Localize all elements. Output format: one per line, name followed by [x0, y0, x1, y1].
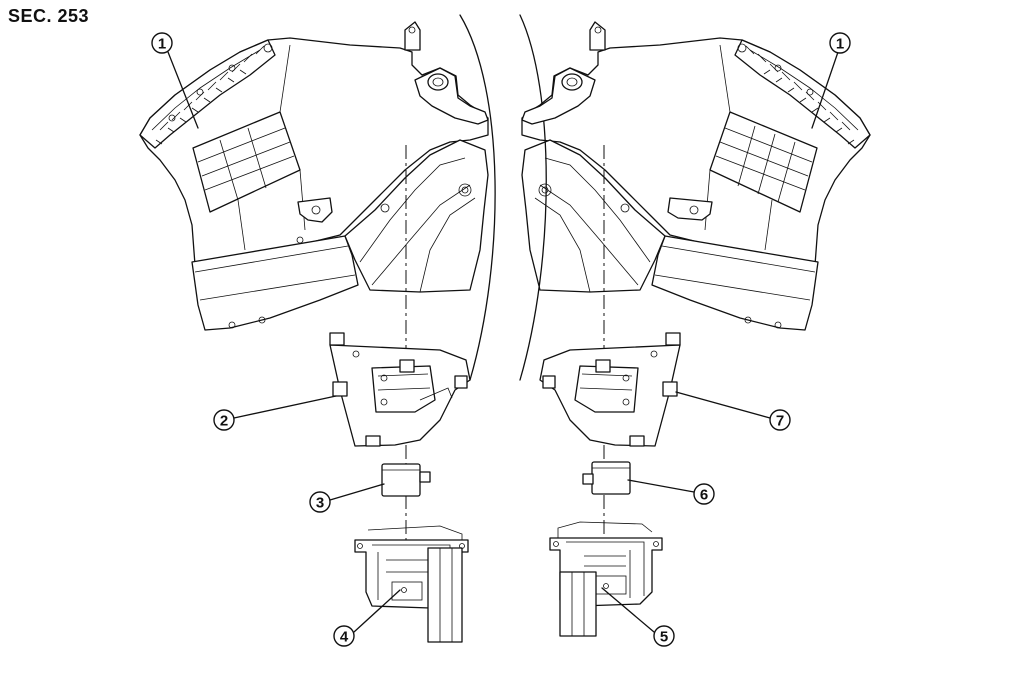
callout-2: 2 — [213, 409, 235, 431]
callout-number: 4 — [340, 629, 349, 646]
callout-6: 6 — [693, 483, 715, 505]
right-sensor-bracket — [539, 332, 681, 447]
callout-number: 5 — [660, 629, 668, 646]
section-label: SEC. 253 — [8, 6, 90, 26]
callout-number: 2 — [220, 413, 228, 430]
left-lower-bracket — [354, 525, 469, 643]
callout-7: 7 — [769, 409, 791, 431]
callout-1-left: 1 — [151, 32, 173, 54]
left-sensor-bracket — [329, 332, 471, 447]
left-sensor-unit — [381, 463, 431, 497]
right-sensor-unit — [582, 461, 631, 495]
right-lower-bracket — [549, 521, 663, 637]
leader-lines — [167, 51, 839, 633]
callout-number: 1 — [158, 36, 166, 53]
left-bumper-fascia — [139, 14, 496, 381]
callout-number: 7 — [776, 413, 784, 430]
callout-number: 6 — [700, 487, 708, 504]
callout-3: 3 — [309, 491, 331, 513]
callout-number: 3 — [316, 495, 324, 512]
right-bumper-fascia — [519, 14, 871, 381]
callout-4: 4 — [333, 625, 355, 647]
callout-number: 1 — [836, 36, 844, 53]
callout-1-right: 1 — [829, 32, 851, 54]
callout-5: 5 — [653, 625, 675, 647]
